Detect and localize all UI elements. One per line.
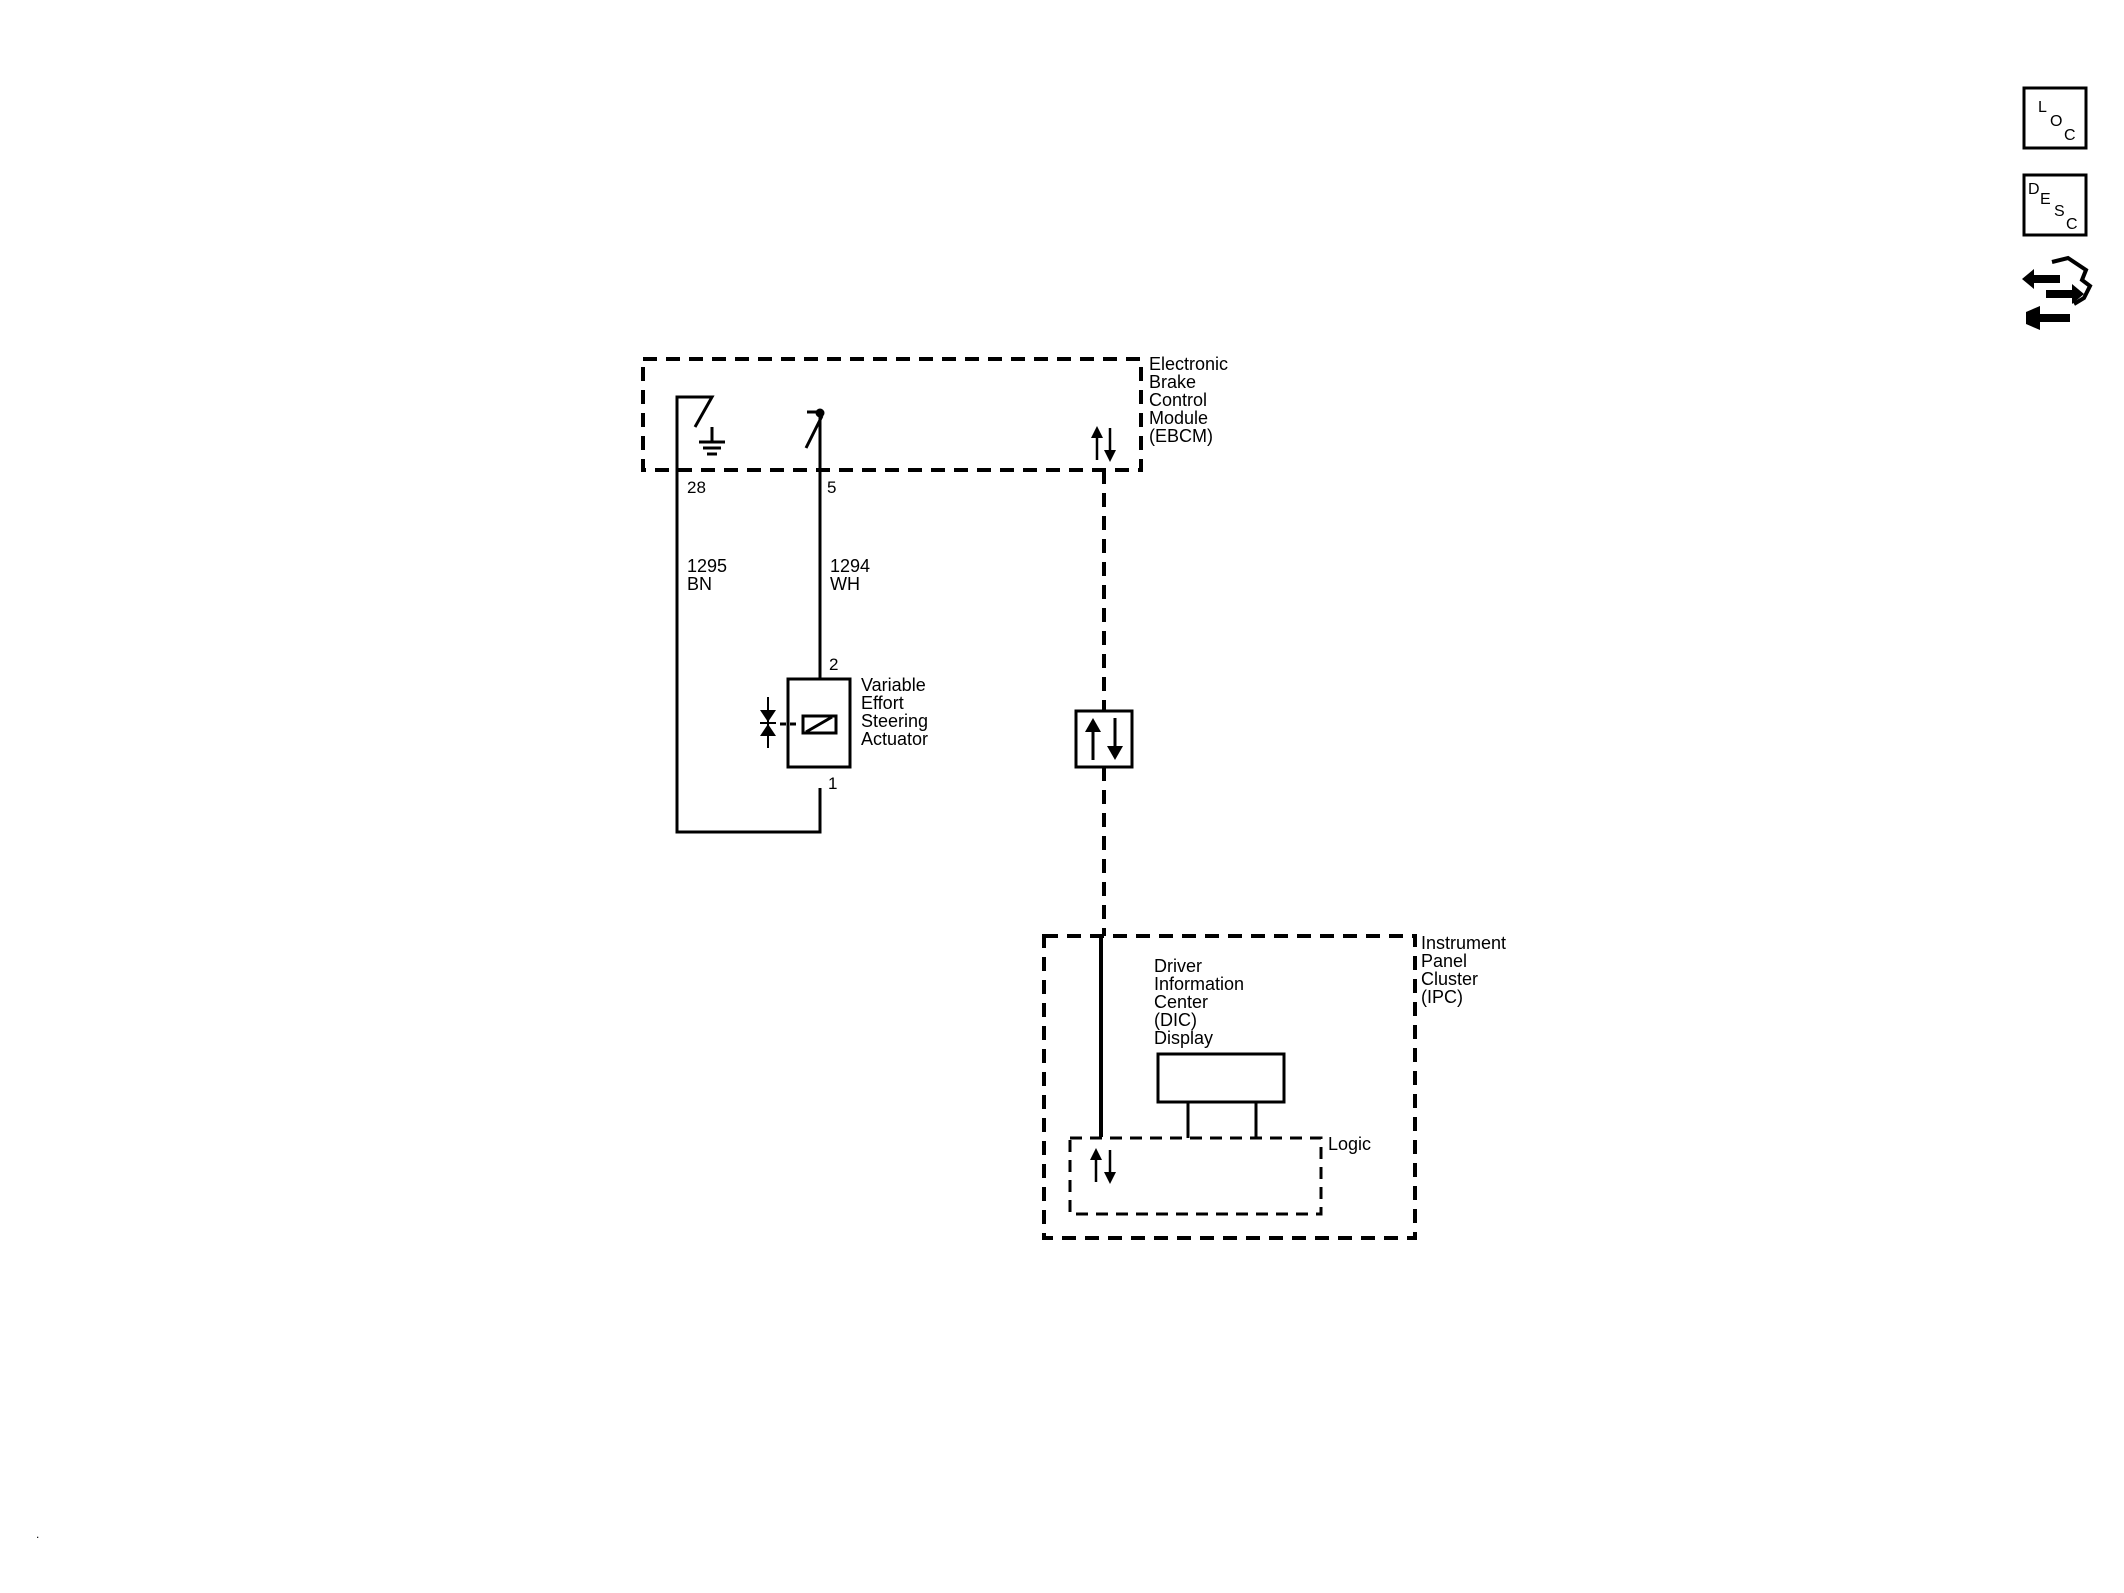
desc-letter-d: D (2028, 181, 2040, 198)
actuator-label-line: Variable (861, 675, 926, 695)
actuator-label-line: Steering (861, 711, 928, 731)
loc-letter-o: O (2050, 113, 2062, 130)
desc-letter-c: C (2066, 216, 2078, 233)
solenoid-icon (780, 714, 838, 735)
wire-1294-color: WH (830, 574, 860, 594)
logic-label: Logic (1328, 1134, 1371, 1154)
pin-28-label: 28 (687, 478, 706, 497)
ipc-label-line: Panel (1421, 951, 1467, 971)
wire-1295-color: BN (687, 574, 712, 594)
ebcm-label-line: Module (1149, 408, 1208, 428)
dic-label-line: (DIC) (1154, 1010, 1197, 1030)
loc-letter-l: L (2038, 99, 2047, 116)
actuator-pin-1-label: 1 (828, 774, 837, 793)
ebcm-label: Electronic Brake Control Module (EBCM) (1149, 354, 1228, 446)
actuator-label: Variable Effort Steering Actuator (861, 675, 928, 749)
ipc-module-box (1042, 934, 1417, 1240)
page-mark: . (36, 1527, 39, 1541)
dic-label-line: Display (1154, 1028, 1213, 1048)
ipc-serial-data-icon (1090, 1148, 1116, 1184)
actuator-label-line: Actuator (861, 729, 928, 749)
ipc-label-line: (IPC) (1421, 987, 1463, 1007)
dic-label-line: Center (1154, 992, 1208, 1012)
dic-display-box (1156, 1052, 1286, 1104)
actuator-stop-arrows-icon (760, 697, 776, 748)
ebcm-label-line: Electronic (1149, 354, 1228, 374)
ebcm-label-line: Brake (1149, 372, 1196, 392)
ebcm-low-side-switch (675, 395, 725, 470)
desc-button[interactable]: D E S C (2022, 173, 2088, 237)
wire-1295-circuit: 1295 (687, 556, 727, 576)
dic-label: Driver Information Center (DIC) Display (1154, 956, 1244, 1048)
actuator-pin-2-label: 2 (829, 655, 838, 674)
ebcm-high-side-switch (804, 408, 825, 470)
wire-1294-circuit: 1294 (830, 556, 870, 576)
loc-letter-c: C (2064, 127, 2076, 144)
ebcm-label-line: Control (1149, 390, 1207, 410)
ipc-label: Instrument Panel Cluster (IPC) (1421, 933, 1506, 1007)
logic-box (1068, 1136, 1323, 1216)
connector-wrench-icon[interactable] (2022, 255, 2093, 330)
desc-letter-e: E (2040, 191, 2051, 208)
pin-5-label: 5 (827, 478, 836, 497)
actuator-box (786, 677, 852, 769)
ebcm-serial-data-icon (1091, 426, 1116, 462)
ipc-label-line: Instrument (1421, 933, 1506, 953)
dic-label-line: Driver (1154, 956, 1202, 976)
ebcm-label-line: (EBCM) (1149, 426, 1213, 446)
dic-label-line: Information (1154, 974, 1244, 994)
wire-1295 (675, 470, 822, 834)
ipc-label-line: Cluster (1421, 969, 1478, 989)
ebcm-module-box (641, 357, 1143, 472)
dic-display-leads (1186, 1102, 1258, 1138)
desc-letter-s: S (2054, 203, 2065, 220)
serial-data-symbol (1074, 709, 1134, 769)
loc-button[interactable]: L O C (2022, 86, 2088, 150)
actuator-label-line: Effort (861, 693, 904, 713)
